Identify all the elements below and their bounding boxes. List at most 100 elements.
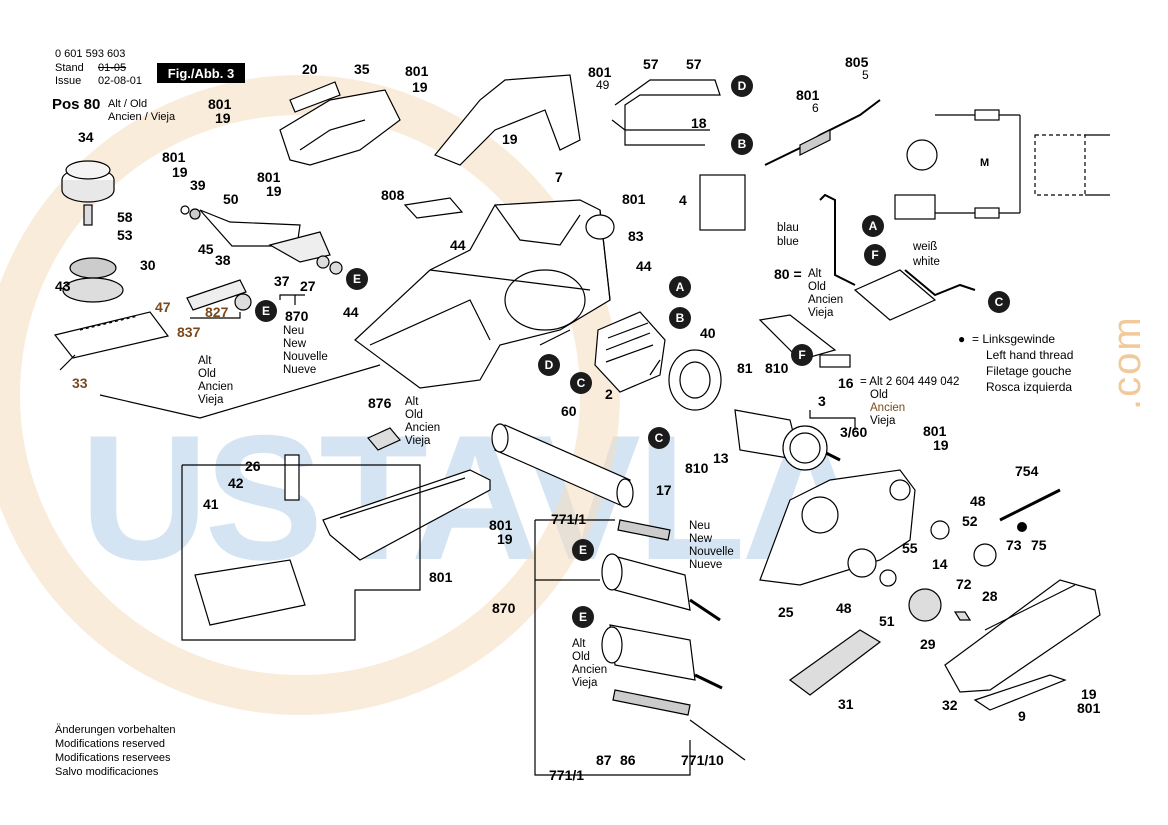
part-label: 44 <box>343 304 359 320</box>
blau-label: blau <box>777 222 799 234</box>
part-label: 58 <box>117 209 133 225</box>
part-label: 2 <box>605 386 613 402</box>
old-note-827-1: Alt <box>198 355 212 367</box>
part-number: 0 601 593 603 <box>55 48 126 60</box>
footer-line-1: Änderungen vorbehalten <box>55 724 176 736</box>
part-label: 75 <box>1031 537 1047 553</box>
part-label: 805 <box>845 54 869 70</box>
part-label: 41 <box>203 496 219 512</box>
pos80-text-1: Alt / Old <box>108 98 148 110</box>
part-label: 47 <box>155 299 171 315</box>
part-label: 27 <box>300 278 316 294</box>
old-note-827-3: Ancien <box>198 381 234 393</box>
old-note-876-4: Vieja <box>405 435 431 447</box>
part-label: 771/1 <box>551 511 587 527</box>
part-label: 754 <box>1015 463 1039 479</box>
part-label: 28 <box>982 588 998 604</box>
old-note-876-2: Old <box>405 409 423 421</box>
part-label: 48 <box>970 493 986 509</box>
ref-circle: C <box>648 427 670 449</box>
part-label: 5 <box>862 68 869 82</box>
part-label: 14 <box>932 556 948 572</box>
pos80-alt-2: Old <box>808 281 826 293</box>
part-label: 50 <box>223 191 239 207</box>
ref-circle: A <box>862 215 884 237</box>
blue-label: blue <box>777 236 799 248</box>
old-note-4: Vieja <box>572 677 598 689</box>
part-label: 801 <box>489 517 513 533</box>
part-label: 51 <box>879 613 895 629</box>
part-label: 60 <box>561 403 577 419</box>
part-label: 3/60 <box>840 424 868 440</box>
ref-circle: C <box>570 372 592 394</box>
part-label: 20 <box>302 61 318 77</box>
ref-circle: E <box>255 300 277 322</box>
part-label: 801 <box>622 191 646 207</box>
part-label: 771/1 <box>549 767 585 783</box>
new-note-2: New <box>689 533 713 545</box>
part-label: 38 <box>215 252 231 268</box>
part-label: 17 <box>656 482 672 498</box>
old-note-827-2: Old <box>198 368 216 380</box>
part-label: 81 <box>737 360 753 376</box>
part-label: 801 <box>429 569 453 585</box>
part-label: 801 <box>208 96 232 112</box>
part-label: 19 <box>266 183 282 199</box>
part-label: 19 <box>215 110 231 126</box>
part-label: 33 <box>72 375 88 391</box>
part-label: 19 <box>172 164 188 180</box>
part-label: 801 <box>257 169 281 185</box>
part-label: 810 <box>765 360 789 376</box>
pos16-vieja: Vieja <box>870 415 896 427</box>
issue-label: Issue <box>55 75 82 87</box>
new-note-4: Nueve <box>689 559 723 571</box>
part-label: 19 <box>502 131 518 147</box>
part-label: 43 <box>55 278 71 294</box>
part-label: 13 <box>713 450 729 466</box>
part-label: 870 <box>492 600 516 616</box>
new-note-870-4: Nueve <box>283 364 317 376</box>
part-label: 870 <box>285 308 309 324</box>
part-label: 31 <box>838 696 854 712</box>
ref-circle: E <box>572 539 594 561</box>
part-label: 801 <box>405 63 429 79</box>
part-label: 44 <box>450 237 466 253</box>
part-label: 35 <box>354 61 370 77</box>
part-label: 42 <box>228 475 244 491</box>
legend-line-1: = Linksgewinde <box>972 332 1056 346</box>
part-label: 4 <box>679 192 687 208</box>
old-note-876-1: Alt <box>405 396 419 408</box>
part-label: 801 <box>162 149 186 165</box>
part-label: 44 <box>636 258 652 274</box>
old-note-827-4: Vieja <box>198 394 224 406</box>
ref-circle: B <box>669 307 691 329</box>
old-note-1: Alt <box>572 638 586 650</box>
pos80-alt-3: Ancien <box>808 294 844 306</box>
part-label: 808 <box>381 187 405 203</box>
new-note-3: Nouvelle <box>689 546 734 558</box>
ref-circle: F <box>791 344 813 366</box>
pos80-text-2: Ancien / Vieja <box>108 111 176 123</box>
part-label: 57 <box>686 56 702 72</box>
part-label: 26 <box>245 458 261 474</box>
part-label: 55 <box>902 540 918 556</box>
part-label: 37 <box>274 273 290 289</box>
figure-tag: Fig./Abb. 3 <box>157 63 245 83</box>
old-note-3: Ancien <box>572 664 608 676</box>
part-label: 40 <box>700 325 716 341</box>
legend-line-3: Filetage gouche <box>986 364 1072 378</box>
stand-value: 01-05 <box>98 62 127 74</box>
part-label: 16 <box>838 375 854 391</box>
part-label: 45 <box>198 241 214 257</box>
part-label: 52 <box>962 513 978 529</box>
part-label: 19 <box>497 531 513 547</box>
new-note-1: Neu <box>689 520 711 532</box>
old-note-876-3: Ancien <box>405 422 441 434</box>
part-label: 72 <box>956 576 972 592</box>
pos16-text: = Alt 2 604 449 042 <box>860 376 960 388</box>
legend-line-4: Rosca izquierda <box>986 380 1073 394</box>
pos80-alt-1: Alt <box>808 268 822 280</box>
weiss-label: weiß <box>913 241 938 253</box>
